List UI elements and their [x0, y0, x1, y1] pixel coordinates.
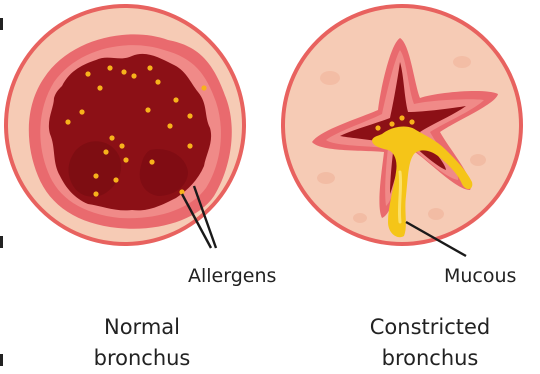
allergen-dot: [389, 121, 394, 126]
allergen-dot: [399, 115, 404, 120]
allergen-dot: [65, 119, 70, 124]
allergen-dot: [97, 85, 102, 90]
mucous-label: Mucous: [444, 262, 516, 290]
allergen-dot: [85, 71, 90, 76]
edge-artifact-top-left: [0, 18, 3, 30]
allergen-dot: [173, 97, 178, 102]
allergen-dot: [93, 191, 98, 196]
tissue-speckle: [353, 213, 367, 223]
tissue-speckle: [320, 71, 340, 85]
allergen-dot: [145, 107, 150, 112]
allergen-dot: [201, 85, 206, 90]
allergen-dot: [109, 135, 114, 140]
allergen-dot: [93, 173, 98, 178]
allergen-dot: [179, 189, 184, 194]
allergen-dot: [409, 119, 414, 124]
tissue-speckle: [470, 154, 486, 166]
allergen-dot: [131, 73, 136, 78]
allergen-dot: [123, 157, 128, 162]
mucous-highlight: [399, 172, 400, 222]
allergen-dot: [147, 65, 152, 70]
tissue-speckle: [428, 208, 444, 220]
edge-artifact-bottom-left: [0, 354, 3, 366]
allergens-label: Allergens: [188, 262, 276, 290]
allergen-dot: [113, 177, 118, 182]
edge-artifact-mid-left: [0, 236, 3, 248]
allergen-dot: [103, 149, 108, 154]
allergen-dot: [187, 113, 192, 118]
allergen-dot: [79, 109, 84, 114]
allergen-dot: [187, 143, 192, 148]
normal-bronchus-caption: Normal bronchus: [62, 312, 222, 374]
normal-bronchus-illustration: [6, 6, 244, 248]
tissue-speckle: [453, 56, 471, 68]
normal-bronchus-lumen: [49, 54, 211, 211]
allergen-dot: [375, 125, 380, 130]
caption-line: Normal: [62, 312, 222, 343]
caption-line: Constricted: [350, 312, 510, 343]
allergen-dot: [155, 79, 160, 84]
constricted-bronchus-caption: Constricted bronchus: [350, 312, 510, 374]
allergen-dot: [167, 123, 172, 128]
caption-line: bronchus: [62, 343, 222, 374]
caption-line: bronchus: [350, 343, 510, 374]
allergen-dot: [107, 65, 112, 70]
constricted-bronchus-illustration: [283, 6, 521, 256]
allergen-dot: [149, 159, 154, 164]
allergen-dot: [119, 143, 124, 148]
allergen-dot: [121, 69, 126, 74]
tissue-speckle: [317, 172, 335, 184]
